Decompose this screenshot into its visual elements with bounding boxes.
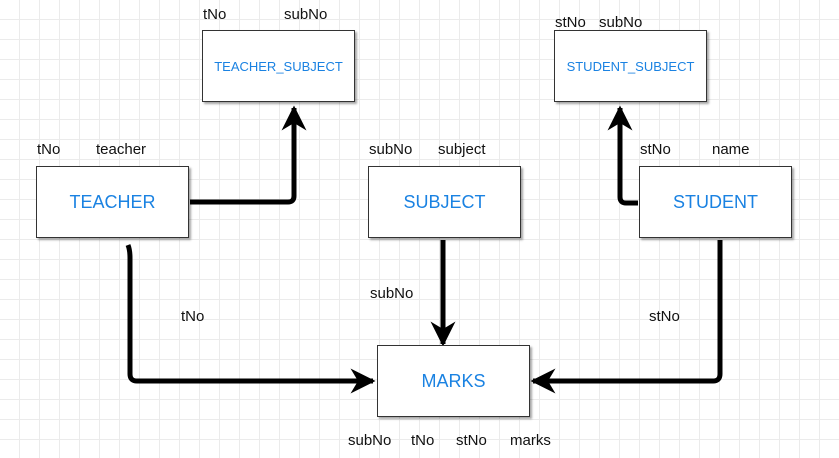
teacher-subject-attr-tno: tNo xyxy=(203,6,227,23)
edge-label-student-marks: stNo xyxy=(649,308,680,325)
entity-student-subject-label: STUDENT_SUBJECT xyxy=(566,58,695,74)
teacher-attr-tno: tNo xyxy=(37,141,61,158)
student-attr-name: name xyxy=(712,141,750,158)
marks-attr-subno: subNo xyxy=(348,432,392,449)
marks-attr-marks: marks xyxy=(510,432,551,449)
subject-attr-subno: subNo xyxy=(369,141,413,158)
teacher-attr-teacher: teacher xyxy=(96,141,147,158)
edge-student-to-marks[interactable] xyxy=(530,240,723,394)
entity-student-label: STUDENT xyxy=(673,191,758,212)
edge-student-to-student-subject[interactable] xyxy=(607,105,638,206)
entity-teacher-label: TEACHER xyxy=(69,191,156,212)
student-subject-attr-stno: stNo xyxy=(555,14,586,31)
entity-teacher-subject[interactable]: TEACHER_SUBJECT xyxy=(202,30,355,102)
edge-label-teacher-marks: tNo xyxy=(181,308,205,325)
entity-marks-label: MARKS xyxy=(421,370,486,391)
entity-subject-label: SUBJECT xyxy=(403,191,486,212)
edge-label-subject-marks: subNo xyxy=(370,285,414,302)
entity-marks[interactable]: MARKS xyxy=(377,345,530,417)
entity-teacher-subject-label: TEACHER_SUBJECT xyxy=(214,58,343,74)
entity-student-subject[interactable]: STUDENT_SUBJECT xyxy=(554,30,707,102)
marks-attr-stno: stNo xyxy=(456,432,487,449)
student-subject-attr-subno: subNo xyxy=(599,14,643,31)
entity-student[interactable]: STUDENT xyxy=(639,166,792,238)
edge-teacher-to-marks[interactable] xyxy=(125,244,376,394)
edge-teacher-to-teacher-subject[interactable] xyxy=(190,105,307,205)
entity-subject[interactable]: SUBJECT xyxy=(368,166,521,238)
subject-attr-subject: subject xyxy=(438,141,486,158)
student-attr-stno: stNo xyxy=(640,141,671,158)
teacher-subject-attr-subno: subNo xyxy=(284,6,328,23)
entity-teacher[interactable]: TEACHER xyxy=(36,166,189,238)
marks-attr-tno: tNo xyxy=(411,432,435,449)
